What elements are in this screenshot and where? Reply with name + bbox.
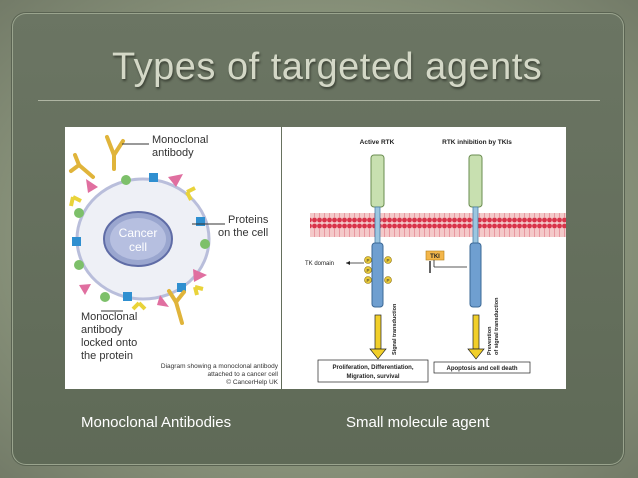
protein-triangle: [157, 295, 169, 307]
nucleus-highlight: [110, 218, 166, 260]
svg-text:P: P: [386, 278, 389, 283]
antibody-y-left: [69, 153, 95, 179]
protein-cup: [185, 186, 196, 201]
receptor-extracellular-inhibited: [468, 154, 483, 208]
receptor-kinase-inhibited: [469, 242, 482, 308]
antibody-diagram: Monoclonal antibody Cancer cell Proteins…: [69, 134, 279, 386]
svg-text:P: P: [386, 258, 389, 263]
protein-square: [196, 217, 205, 226]
protein-cup: [131, 301, 147, 311]
label-proteins: Proteins: [228, 214, 269, 226]
antibody-y-bound: [167, 289, 186, 325]
slide-title: Types of targeted agents: [112, 46, 543, 88]
label-active-rtk: Active RTK: [360, 139, 395, 146]
label-tki: TKI: [430, 254, 440, 260]
label-locked-3: locked onto: [81, 337, 137, 349]
antibody-y-top: [105, 135, 125, 171]
tk-domain-arrowhead: [346, 261, 350, 265]
label-tk-domain: TK domain: [305, 261, 334, 267]
outcome-apoptosis: Apoptosis and cell death: [446, 366, 517, 372]
phosphate-groups: P P P P P: [364, 256, 392, 284]
protein-circle: [121, 175, 131, 185]
signal-arrow-head: [369, 348, 387, 360]
label-locked-4: the protein: [81, 350, 133, 362]
protein-cup: [69, 195, 82, 207]
protein-square: [149, 173, 158, 182]
title-divider: [38, 100, 600, 101]
outcome-proliferation-2: Migration, survival: [346, 374, 399, 380]
label-cell: cell: [129, 240, 147, 254]
protein-triangle: [168, 174, 183, 187]
cell-membrane-bilayer: [310, 213, 566, 237]
protein-circle: [200, 239, 210, 249]
label-monoclonal-antibody-1: Monoclonal: [152, 134, 208, 146]
prevention-arrow-shaft: [472, 314, 480, 350]
receptor-transmembrane-active: [374, 206, 381, 244]
label-monoclonal-antibody-2: antibody: [152, 147, 194, 159]
label-locked-2: antibody: [81, 324, 123, 336]
protein-circle: [74, 260, 84, 270]
label-prevention-1: Prevention: [487, 326, 493, 355]
signal-arrow-shaft: [374, 314, 382, 350]
label-prevention-2: of signal transduction: [494, 297, 500, 355]
outcome-box-apoptosis: [433, 361, 531, 374]
label-on-the-cell: on the cell: [218, 227, 268, 239]
protein-square: [123, 292, 132, 301]
receptor-transmembrane-inhibited: [472, 206, 479, 244]
figure-copyright: © CancerHelp UK: [226, 378, 278, 386]
label-signal-transduction: Signal transduction: [392, 303, 398, 355]
figure-caption-2: attached to a cancer cell: [208, 371, 279, 378]
receptor-kinase-active: [371, 242, 384, 308]
protein-square: [72, 237, 81, 246]
svg-text:P: P: [366, 278, 369, 283]
caption-small-molecule-agent: Small molecule agent: [346, 414, 490, 431]
rtk-diagram: Active RTK RTK inhibition by TKIs P P P …: [305, 139, 566, 383]
outcome-box-proliferation: [317, 359, 429, 383]
outcome-proliferation-1: Proliferation, Differentiation,: [332, 365, 413, 371]
protein-cup: [193, 285, 204, 296]
prevention-arrow-head: [467, 348, 485, 360]
figure-caption-1: Diagram showing a monoclonal antibody: [161, 363, 279, 370]
protein-circle: [74, 208, 84, 218]
svg-text:P: P: [366, 258, 369, 263]
protein-triangle: [193, 269, 207, 282]
protein-triangle: [79, 284, 91, 295]
svg-text:P: P: [366, 268, 369, 273]
antibody-diagram-panel: Monoclonal antibody Cancer cell Proteins…: [65, 127, 281, 389]
rtk-diagram-panel: Active RTK RTK inhibition by TKIs P P P …: [282, 127, 566, 389]
protein-triangle: [86, 179, 98, 193]
label-rtk-inhibition: RTK inhibition by TKIs: [442, 139, 512, 146]
protein-square: [177, 283, 186, 292]
receptor-extracellular-active: [370, 154, 385, 208]
tki-box: [425, 250, 445, 261]
protein-circle: [100, 292, 110, 302]
label-locked-1: Monoclonal: [81, 311, 137, 323]
caption-monoclonal-antibodies: Monoclonal Antibodies: [81, 414, 232, 431]
label-cancer: Cancer: [119, 226, 158, 240]
